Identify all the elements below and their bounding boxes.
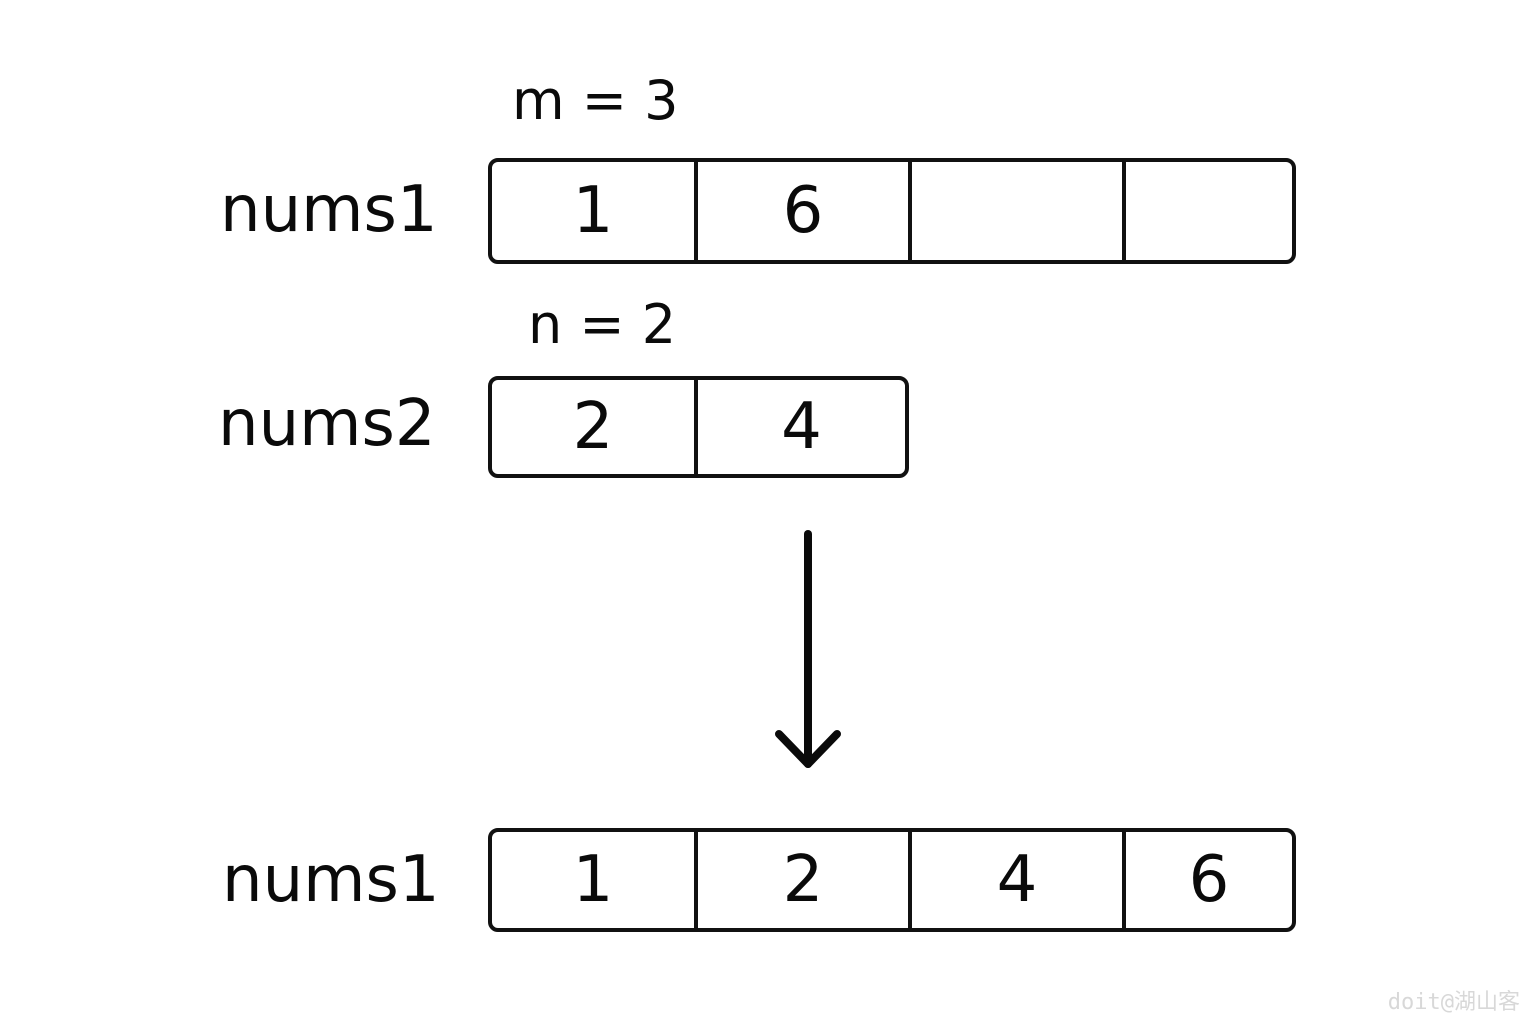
array-nums1-before: 1 6	[488, 158, 1296, 264]
array-cell	[908, 162, 1122, 260]
array-cell	[1122, 162, 1292, 260]
param-m: m = 3	[512, 69, 679, 132]
array-cell: 6	[694, 162, 908, 260]
param-n: n = 2	[528, 293, 677, 356]
array-cell: 6	[1122, 832, 1292, 928]
array-nums2: 2 4	[488, 376, 909, 478]
label-nums1-after: nums1	[222, 843, 440, 917]
array-nums1-after: 1 2 4 6	[488, 828, 1296, 932]
array-cell: 2	[694, 832, 908, 928]
watermark: doit@湖山客	[1387, 990, 1520, 1015]
array-cell: 2	[572, 390, 614, 464]
array-cell: 4	[908, 832, 1122, 928]
array-cell: 1	[572, 174, 614, 248]
array-cell: 4	[694, 380, 905, 474]
down-arrow-icon	[775, 530, 841, 768]
label-nums2: nums2	[218, 387, 436, 461]
array-cell: 1	[572, 843, 614, 917]
label-nums1-before: nums1	[220, 173, 438, 247]
